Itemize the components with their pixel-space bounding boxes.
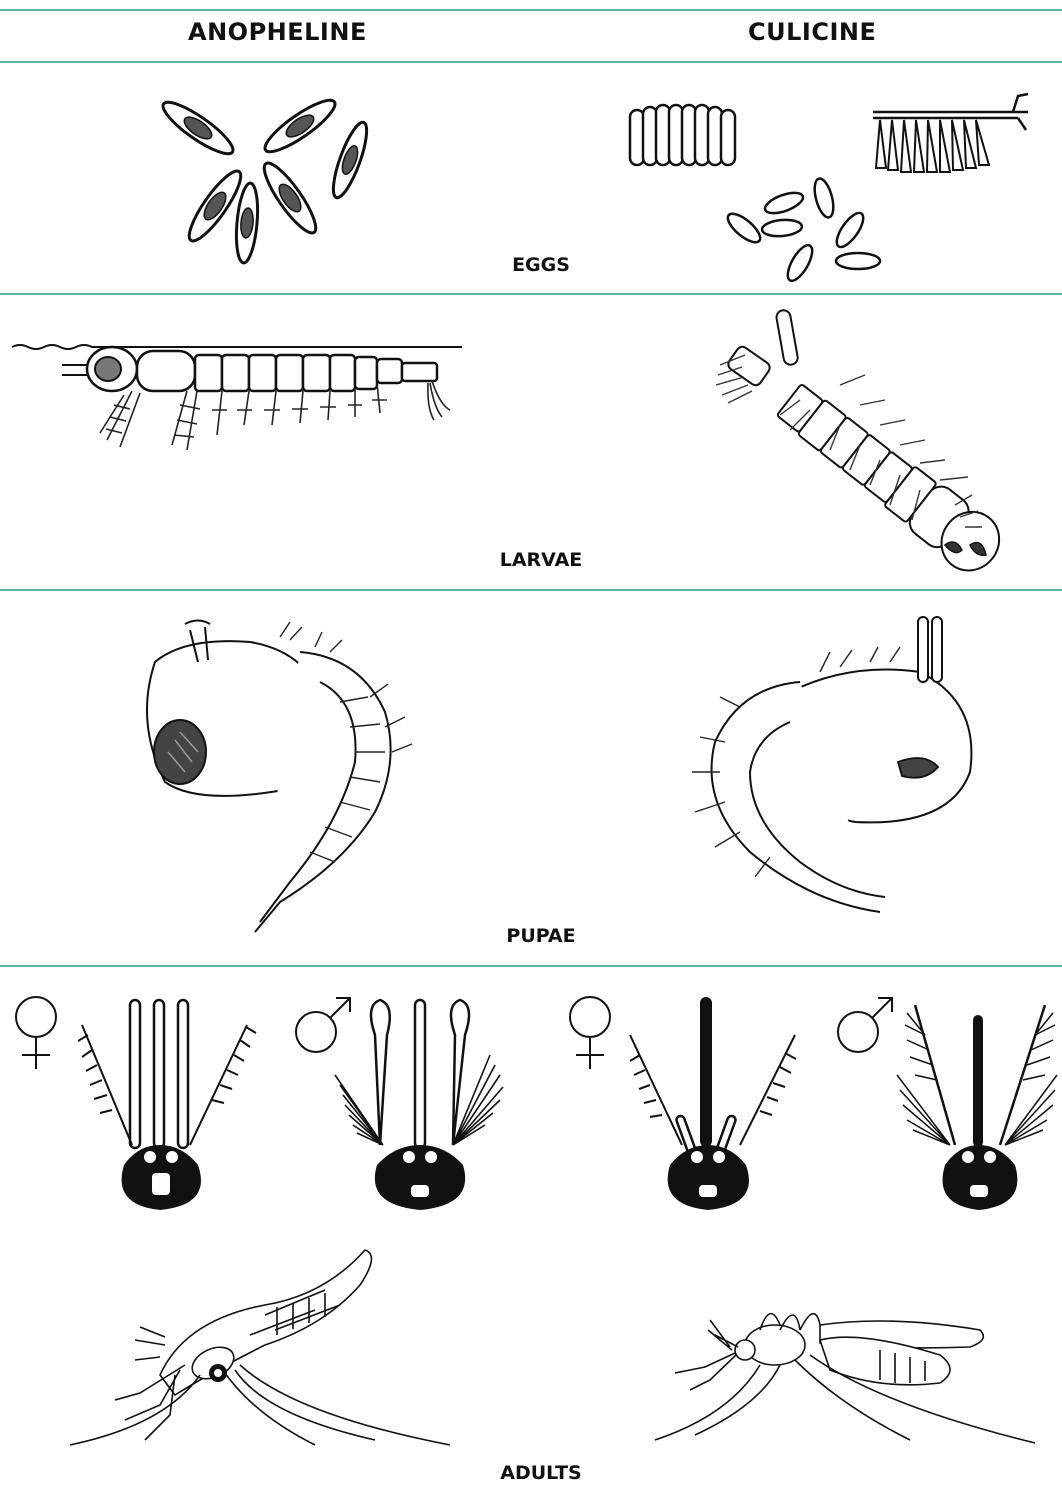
anopheline-adult-resting-illustration — [65, 1245, 460, 1450]
section-label-larvae: LARVAE — [0, 549, 1062, 571]
top-divider — [0, 9, 1062, 11]
culicine-egg-string-illustration — [868, 90, 1033, 185]
culicine-female-symbol — [562, 993, 622, 1073]
header-divider — [0, 61, 1062, 63]
anopheline-larva-illustration — [12, 325, 467, 455]
anopheline-male-head-illustration — [335, 995, 510, 1215]
culicine-pupa-illustration — [680, 612, 980, 922]
culicine-male-head-illustration — [895, 995, 1060, 1215]
anopheline-female-symbol — [8, 993, 68, 1073]
section-label-adults: ADULTS — [0, 1462, 1062, 1484]
anopheline-female-head-illustration — [72, 995, 262, 1215]
eggs-divider — [0, 293, 1062, 295]
culicine-male-symbol — [832, 990, 902, 1060]
culicine-adult-resting-illustration — [650, 1295, 1040, 1450]
section-label-eggs: EGGS — [0, 254, 1062, 276]
larvae-divider — [0, 589, 1062, 591]
header-culicine: CULICINE — [748, 18, 876, 46]
anopheline-eggs-illustration — [150, 88, 400, 273]
anopheline-pupa-illustration — [130, 612, 420, 942]
culicine-female-head-illustration — [620, 995, 810, 1215]
pupae-divider — [0, 965, 1062, 967]
header-anopheline: ANOPHELINE — [188, 18, 367, 46]
section-label-pupae: PUPAE — [0, 925, 1062, 947]
culicine-egg-raft-illustration — [625, 95, 755, 175]
culicine-larva-illustration — [700, 305, 1020, 580]
